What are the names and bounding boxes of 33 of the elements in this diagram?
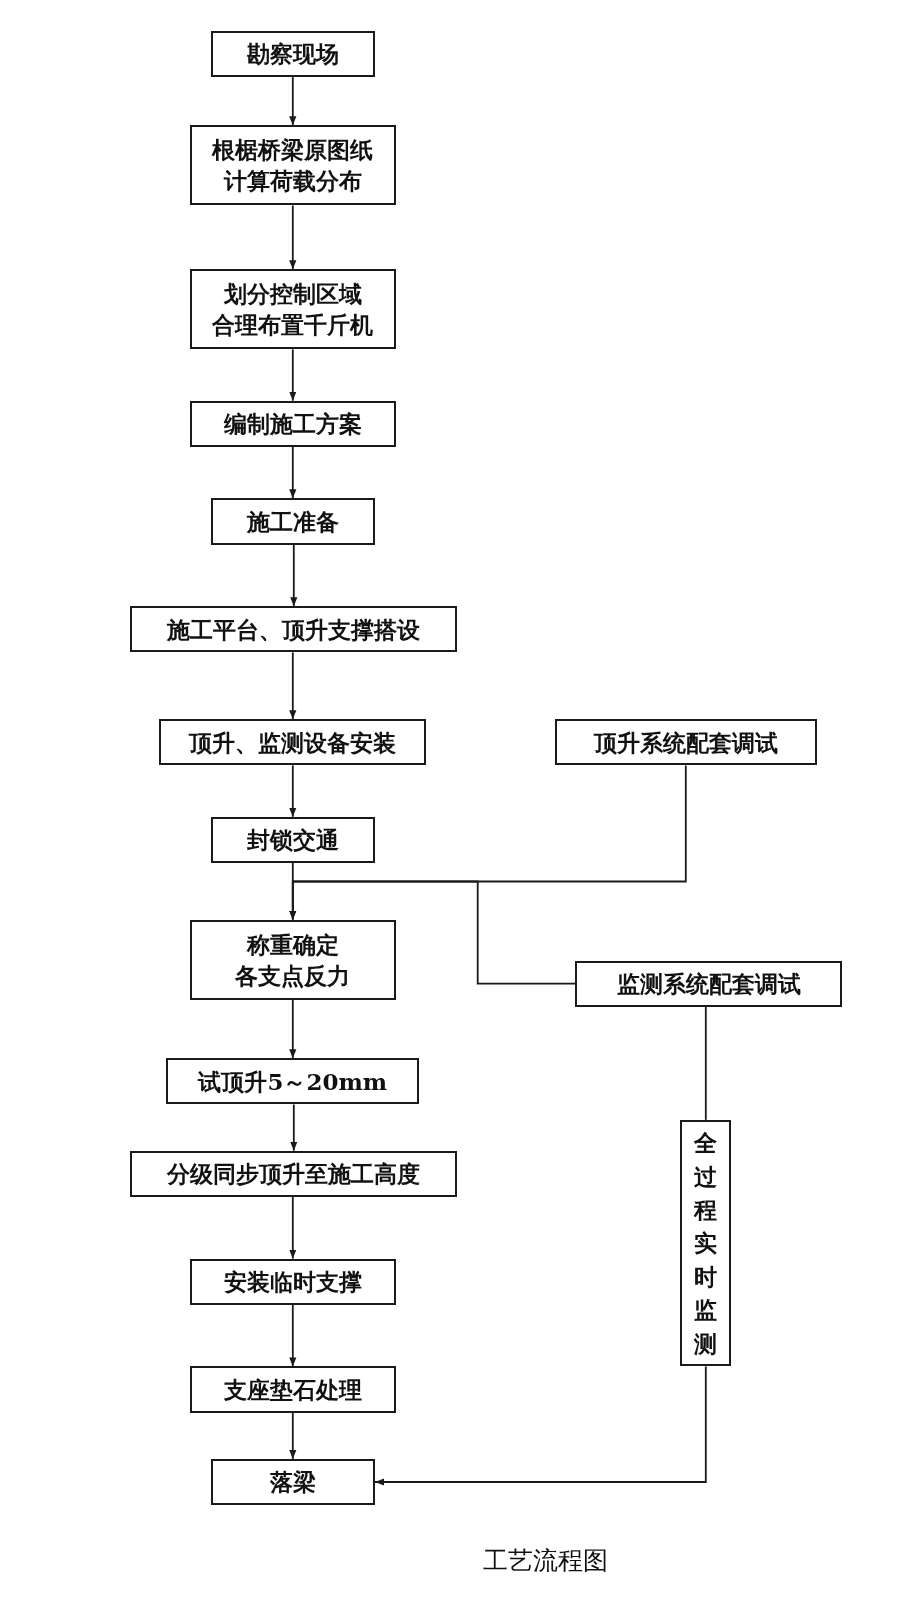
process-box: 分级同步顶升至施工高度 [130,1150,458,1197]
process-box: 称重确定各支点反力 [190,919,396,1000]
process-box: 试顶升5～20mm [166,1058,420,1105]
arrow [289,204,297,271]
arrow [289,1196,297,1260]
process-box: 划分控制区域合理布置千斤机 [190,269,396,350]
process-box: 顶升、监测设备安装 [159,719,427,766]
process-box: 顶升系统配套调试 [554,719,817,766]
arrow [289,1411,297,1460]
arrow [289,651,297,721]
caption: 工艺流程图 [482,1545,608,1578]
connector-line [704,1005,707,1121]
process-box: 勘察现场 [210,30,375,78]
arrow [290,543,298,608]
process-box: 落梁 [210,1458,375,1506]
process-box: 编制施工方案 [190,400,396,447]
process-box: 根椐桥梁原图纸计算荷载分布 [190,125,396,206]
process-box: 全过程实时监测 [680,1119,732,1367]
arrow [289,1303,297,1368]
process-box: 封锁交通 [210,816,375,863]
process-box: 安装临时支撑 [190,1258,396,1305]
arrow [289,880,577,985]
arrow [289,446,297,500]
arrow [290,1103,298,1152]
process-box: 监测系统配套调试 [575,960,843,1007]
arrow [289,998,297,1060]
arrow [289,764,297,818]
process-box: 施工准备 [210,498,375,545]
process-box: 施工平台、顶升支撑搭设 [130,606,458,653]
arrow [374,1365,707,1486]
arrow [289,348,297,402]
process-box: 支座垫石处理 [190,1366,396,1413]
arrow [289,76,297,127]
